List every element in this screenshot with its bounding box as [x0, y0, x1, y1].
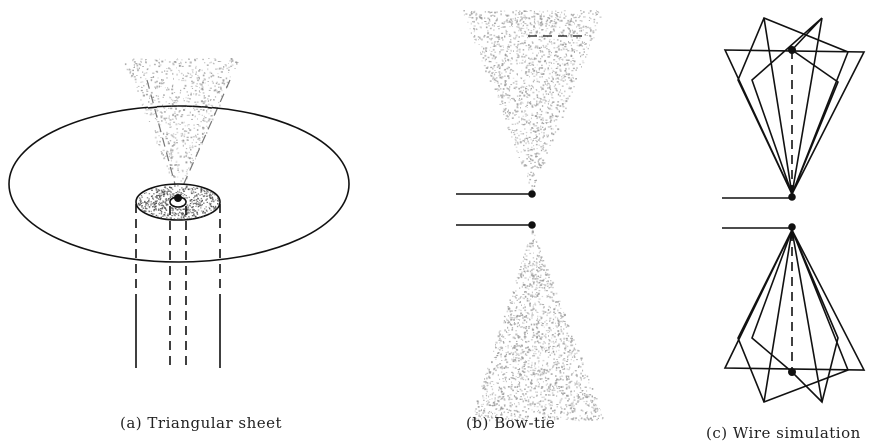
feed-point-lower-c: [788, 223, 796, 231]
feed-point-lower-b: [528, 221, 536, 229]
upper-wire-junction: [788, 46, 796, 54]
cone-edge-left: [146, 79, 177, 189]
upper-wire-edge-b: [791, 17, 823, 195]
panel-b-bow-tie: (b) Bow-tie: [456, 10, 604, 432]
feed-point-upper-b: [528, 190, 536, 198]
bow-tie-lower-triangle: [471, 229, 604, 422]
upper-wire-edge-a: [763, 17, 793, 195]
ground-plane-hidden-edge-dash: [147, 105, 213, 109]
coax-aperture-speckle: [137, 185, 220, 221]
lower-wire-triangle-mid: [751, 227, 839, 404]
feed-point-upper-c: [788, 193, 796, 201]
panel-a-triangular-sheet: (a) Triangular sheet: [8, 58, 350, 432]
bow-tie-upper-triangle: [463, 10, 602, 192]
lower-wire-triangle-left: [737, 228, 850, 404]
caption-b: (b) Bow-tie: [466, 414, 555, 432]
caption-c: (c) Wire simulation: [706, 424, 861, 442]
feed-point-a: [174, 194, 182, 202]
lower-wire-edge-b: [791, 229, 823, 403]
lower-wire-edge-a: [763, 229, 793, 403]
caption-a: (a) Triangular sheet: [120, 414, 282, 432]
upper-wire-triangle-wide: [723, 49, 866, 196]
lower-wire-triangle-wide: [723, 228, 866, 371]
triangular-sheet-cone: [124, 58, 239, 192]
lower-wire-junction: [788, 368, 796, 376]
cone-edge-right: [181, 79, 231, 189]
upper-wire-triangle-mid: [751, 17, 839, 197]
panel-c-wire-simulation: (c) Wire simulation: [706, 16, 866, 442]
